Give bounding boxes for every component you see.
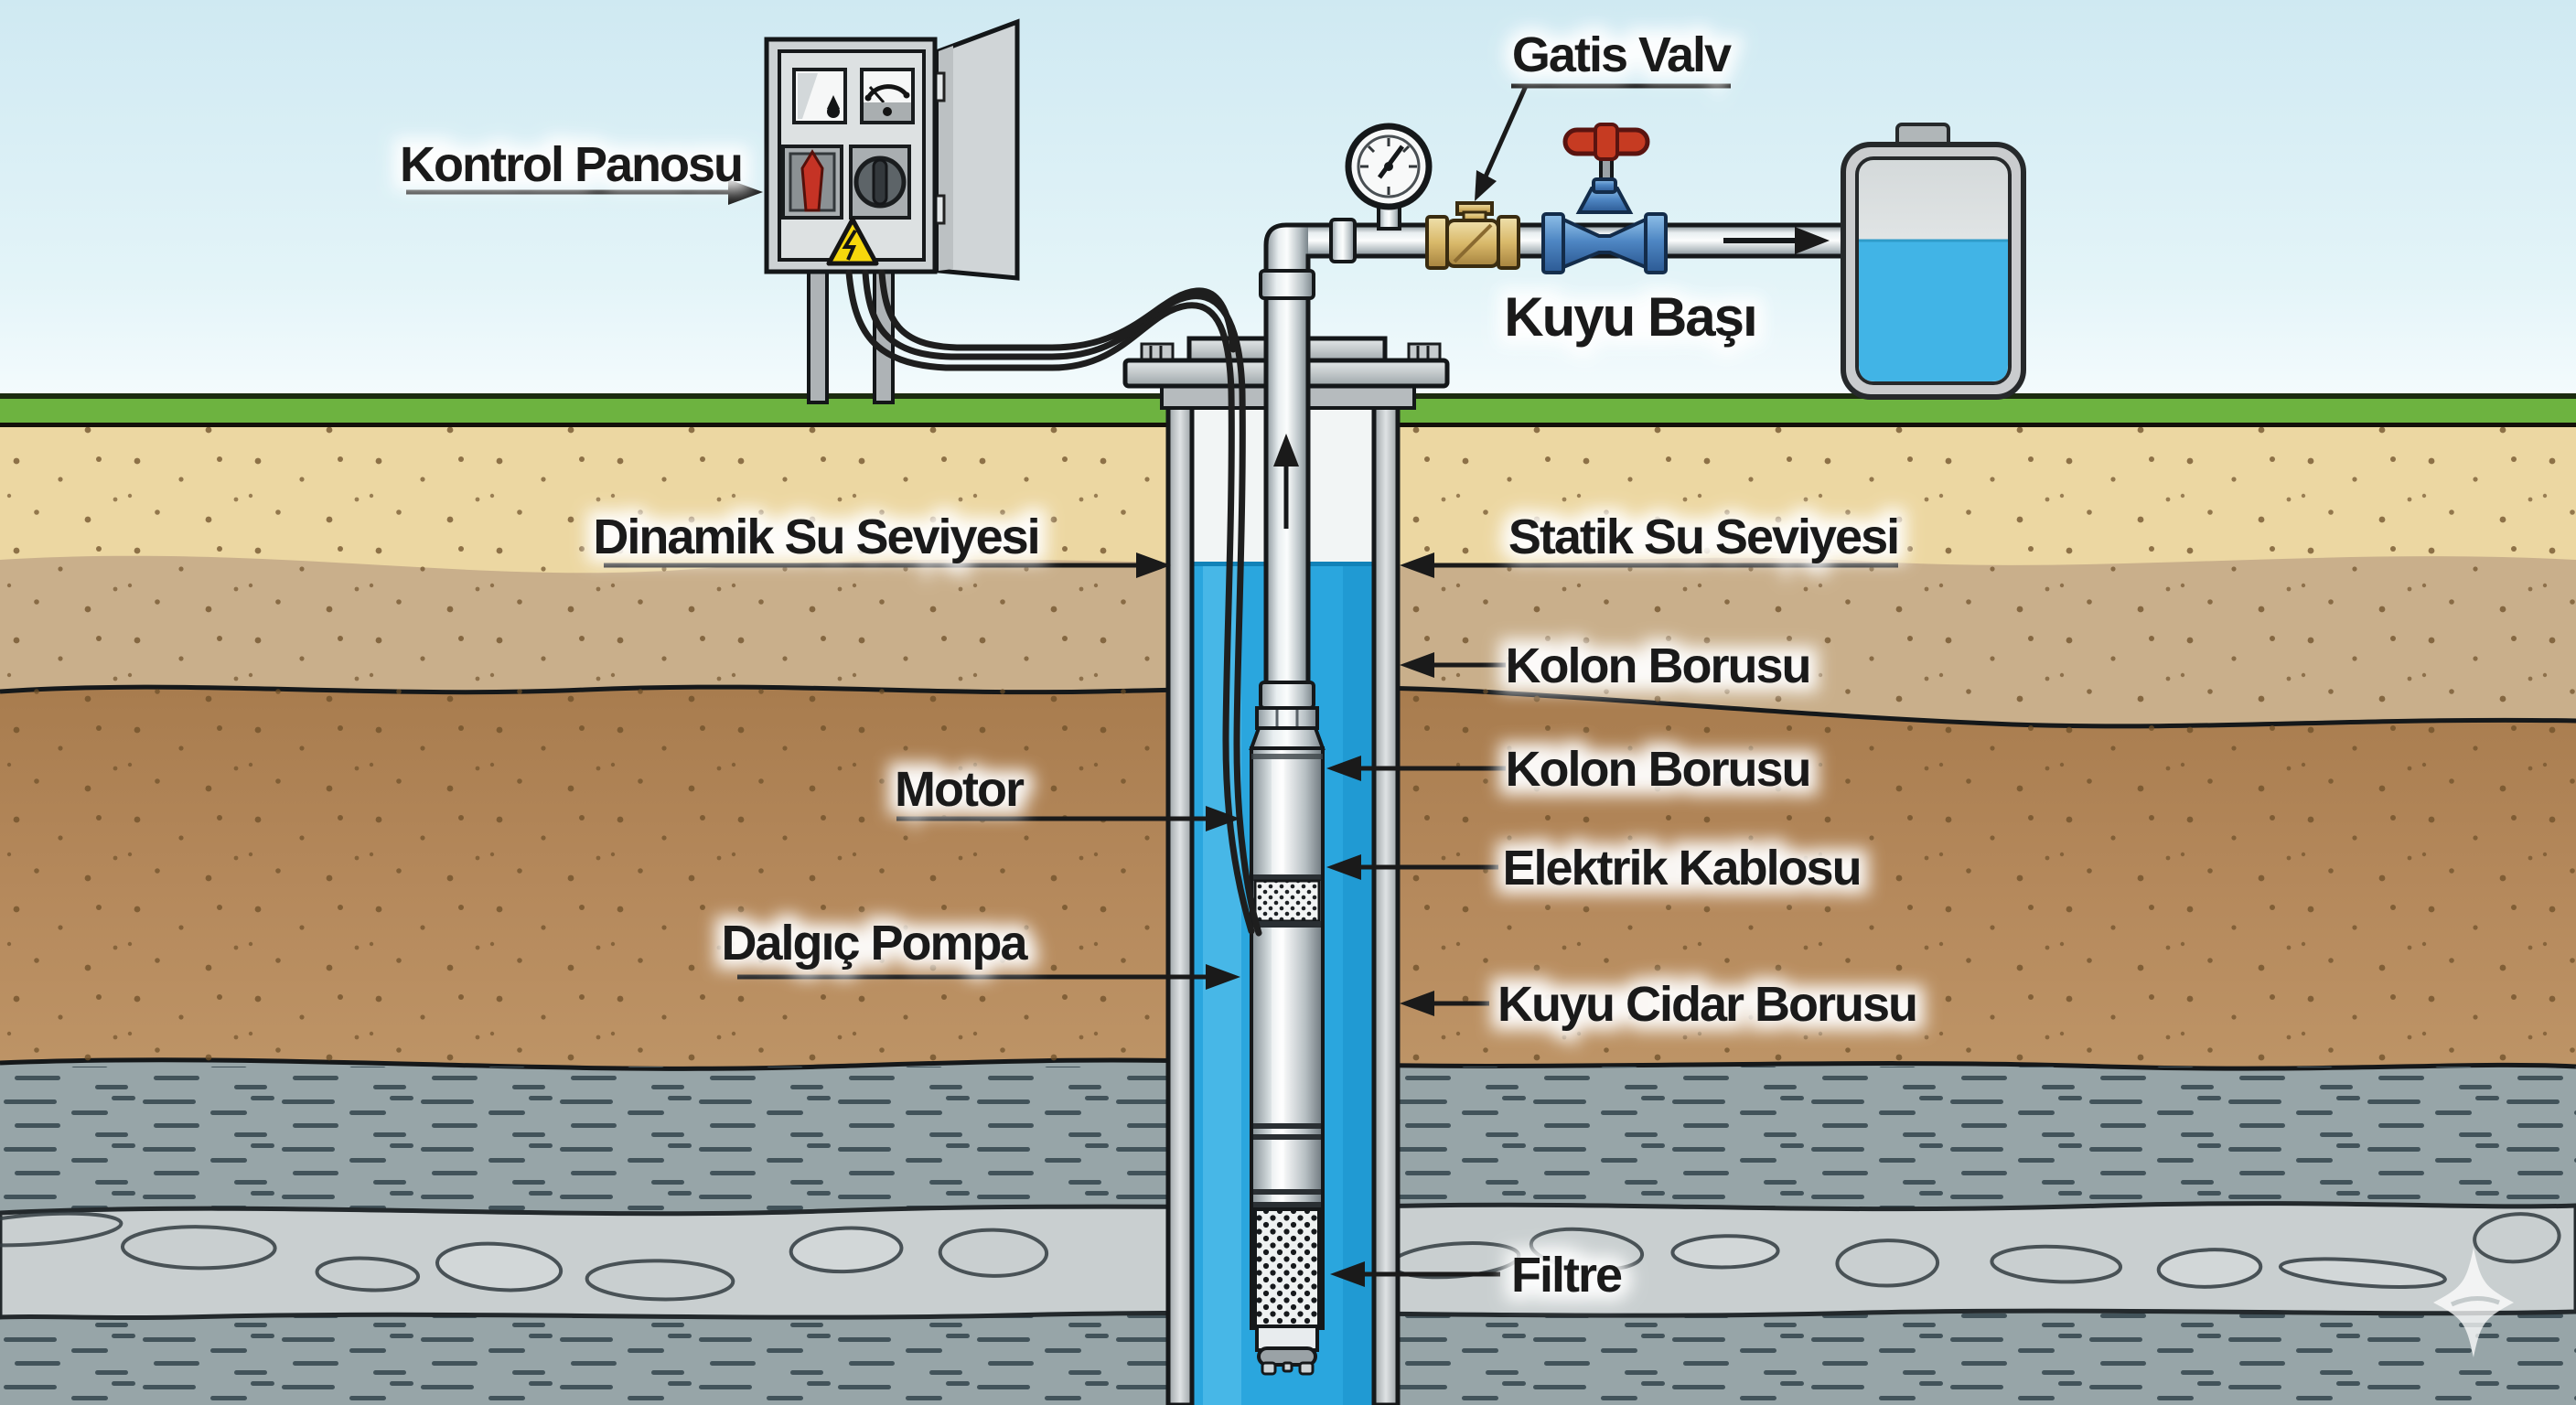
pump-foot-mid <box>1282 1361 1293 1373</box>
pump-foot-right <box>1298 1361 1315 1376</box>
stone-blob <box>1670 1234 1780 1270</box>
stone-blob <box>789 1226 904 1274</box>
label-gatis-valv: Gatis Valv Gatis Valv <box>1503 18 1743 91</box>
leader-statik <box>1400 552 1898 578</box>
brass-check-valve <box>1425 201 1520 270</box>
pump-hex-nut <box>1255 706 1319 730</box>
pump-coupling <box>1259 681 1315 710</box>
stone-blob <box>120 1225 277 1271</box>
pump-taper <box>1249 726 1326 750</box>
sparkle-star-watermark <box>2433 1248 2514 1357</box>
pipe-union-ring <box>1329 218 1357 263</box>
svg-text:Dalgıç Pompa: Dalgıç Pompa <box>721 916 1028 971</box>
tank-water <box>1859 240 2008 381</box>
leader-gatis-valv <box>1475 83 1731 201</box>
riser-up-arrow <box>1273 434 1299 529</box>
label-dinamik-su-seviyesi: Dinamik Su Seviyesi Dinamik Su Seviyesi <box>584 500 1049 574</box>
svg-text:Gatis Valv: Gatis Valv <box>1512 27 1732 82</box>
flow-arrow <box>1723 227 1830 254</box>
stone-blob <box>0 1211 123 1248</box>
casing-wall-left <box>1165 398 1195 1405</box>
label-dalgic-pompa: Dalgıç Pompa Dalgıç Pompa <box>712 906 1039 980</box>
blue-gate-valve <box>1541 123 1668 274</box>
pump-joint-band-2 <box>1253 1189 1321 1207</box>
stone-blob <box>2473 1212 2561 1264</box>
svg-text:Kolon Borusu: Kolon Borusu <box>1506 742 1810 797</box>
leader-kolon-borusu-1 <box>1400 652 1506 678</box>
label-kolon-borusu-1: Kolon Borusu Kolon Borusu <box>1497 629 1821 702</box>
filter-screen <box>1253 1207 1321 1328</box>
svg-text:Motor: Motor <box>895 762 1025 817</box>
label-motor: Motor Motor <box>886 753 1036 826</box>
pump-foot-left <box>1261 1361 1277 1376</box>
stone-blobs <box>0 1211 2561 1302</box>
leader-elektrik-kablosu <box>1326 854 1498 880</box>
warning-triangle-icon <box>826 217 879 266</box>
svg-text:Elektrik Kablosu: Elektrik Kablosu <box>1502 841 1860 896</box>
leaders <box>406 83 1898 1287</box>
pump-intake-screen <box>1253 874 1321 928</box>
leader-kuyu-cidar <box>1400 991 1489 1016</box>
pressure-tank <box>1841 123 2026 400</box>
stone-blob <box>1529 1227 1645 1272</box>
label-statik-su-seviyesi: Statik Su Seviyesi Statik Su Seviyesi <box>1499 500 1909 574</box>
svg-text:Dinamik Su Seviyesi: Dinamik Su Seviyesi <box>593 509 1038 564</box>
svg-text:Kolon Borusu: Kolon Borusu <box>1506 742 1810 797</box>
panel-switch-rotary <box>849 145 911 220</box>
submersible-pump <box>1249 434 1326 1376</box>
leader-kontrol-panosu <box>406 179 763 205</box>
label-elektrik-kablosu: Elektrik Kablosu Elektrik Kablosu <box>1493 831 1871 905</box>
stone-blob <box>2278 1257 2447 1289</box>
svg-text:Statik Su Seviyesi: Statik Su Seviyesi <box>1508 509 1898 564</box>
svg-text:Kontrol Panosu: Kontrol Panosu <box>400 137 742 192</box>
panel-leg-left <box>807 269 829 404</box>
svg-text:Kuyu Cidar Borusu: Kuyu Cidar Borusu <box>1497 977 1916 1032</box>
svg-text:Gatis Valv: Gatis Valv <box>1512 27 1732 82</box>
svg-text:Kuyu Başı: Kuyu Başı <box>1504 286 1755 348</box>
svg-text:Dalgıç Pompa: Dalgıç Pompa <box>721 916 1028 971</box>
panel-switch-red <box>781 145 843 220</box>
panel-ammeter <box>860 68 915 124</box>
surface-piping <box>1259 123 2026 684</box>
leader-motor <box>896 806 1240 831</box>
labels: Kontrol Panosu Kontrol Panosu Gatis Valv… <box>391 18 1927 1312</box>
power-cables <box>845 269 1262 937</box>
svg-text:Filtre: Filtre <box>1511 1248 1622 1303</box>
svg-text:Kontrol Panosu: Kontrol Panosu <box>400 137 742 192</box>
svg-text:Kuyu Başı: Kuyu Başı <box>1504 286 1755 348</box>
svg-text:Kolon Borusu: Kolon Borusu <box>1506 638 1810 693</box>
label-kontrol-panosu: Kontrol Panosu Kontrol Panosu <box>391 128 753 201</box>
riser-collar <box>1259 269 1315 300</box>
leader-filtre <box>1330 1261 1500 1287</box>
panel-hour-meter <box>792 68 847 124</box>
casing-wall-right <box>1371 398 1401 1405</box>
stone-blob <box>315 1256 421 1292</box>
svg-text:Elektrik Kablosu: Elektrik Kablosu <box>1502 841 1860 896</box>
stone-blob <box>585 1259 735 1302</box>
svg-text:Dinamik Su Seviyesi: Dinamik Su Seviyesi <box>593 509 1038 564</box>
leader-kolon-borusu-2 <box>1326 756 1506 781</box>
pressure-gauge-icon <box>1345 123 1433 231</box>
svg-text:Statik Su Seviyesi: Statik Su Seviyesi <box>1508 509 1898 564</box>
leader-dalgic-pompa <box>737 964 1240 990</box>
wellhead-bolt-right <box>1407 342 1442 364</box>
stone-blob <box>938 1228 1049 1278</box>
stone-blob <box>435 1241 564 1292</box>
pump-joint-band-1 <box>1253 1123 1321 1140</box>
leader-dinamik <box>604 552 1171 578</box>
svg-text:Motor: Motor <box>895 762 1025 817</box>
label-kolon-borusu-2: Kolon Borusu Kolon Borusu <box>1497 733 1821 806</box>
stone-blob <box>2156 1248 2263 1289</box>
svg-text:Filtre: Filtre <box>1511 1248 1622 1303</box>
label-kuyu-cidar-borusu: Kuyu Cidar Borusu Kuyu Cidar Borusu <box>1488 968 1927 1041</box>
stone-blob <box>1835 1239 1940 1288</box>
wellhead-bolt-left <box>1140 342 1175 364</box>
label-kuyu-basi: Kuyu Başı Kuyu Başı <box>1495 277 1766 357</box>
svg-text:Kuyu Cidar Borusu: Kuyu Cidar Borusu <box>1497 977 1916 1032</box>
stone-blob <box>1990 1244 2123 1284</box>
svg-text:Kolon Borusu: Kolon Borusu <box>1506 638 1810 693</box>
label-filtre: Filtre Filtre <box>1502 1239 1633 1312</box>
control-panel <box>764 18 1020 404</box>
